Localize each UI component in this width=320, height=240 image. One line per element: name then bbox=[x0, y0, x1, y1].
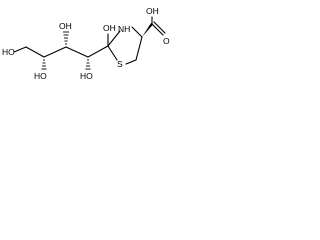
atom-s: S bbox=[117, 59, 123, 69]
hashed-bond-c3-oh bbox=[63, 31, 69, 45]
bond-c1-o1 bbox=[13, 46, 27, 53]
bond-c1-c2 bbox=[25, 46, 45, 58]
atom-nh: NH bbox=[118, 24, 130, 34]
atom-ho-mid-left: HO bbox=[34, 71, 47, 81]
bond-s-c2ring bbox=[107, 45, 118, 61]
atom-oh-upper-left: OH bbox=[59, 21, 72, 31]
bond-cooh-o-b bbox=[153, 21, 166, 34]
atom-oh-upper-right: OH bbox=[103, 23, 116, 33]
bond-c3-c4 bbox=[65, 46, 89, 58]
bond-c2ring-n bbox=[107, 30, 121, 47]
atom-acid-o: O bbox=[163, 36, 170, 46]
bond-c2-c3 bbox=[43, 46, 67, 58]
bond-cooh-o-a bbox=[151, 23, 164, 36]
bond-c4ring-c5ring bbox=[135, 36, 143, 61]
atom-ho-lower: HO bbox=[80, 71, 93, 81]
bond-c5ring-s bbox=[125, 59, 137, 65]
hashed-bond-c2-oh bbox=[41, 59, 47, 70]
atom-ho-terminal: HO bbox=[2, 47, 15, 57]
bond-n-c4ring bbox=[131, 26, 143, 38]
structure-svg: HO OH HO HO OH NH S OH O bbox=[2, 6, 170, 81]
hashed-bond-c4-oh bbox=[85, 59, 91, 70]
wedge-bond-c4ring-cooh bbox=[142, 23, 153, 37]
atom-acid-oh: OH bbox=[146, 6, 159, 16]
bond-c4-c5 bbox=[87, 45, 109, 58]
molecule-diagram: HO OH HO HO OH NH S OH O bbox=[0, 0, 174, 93]
